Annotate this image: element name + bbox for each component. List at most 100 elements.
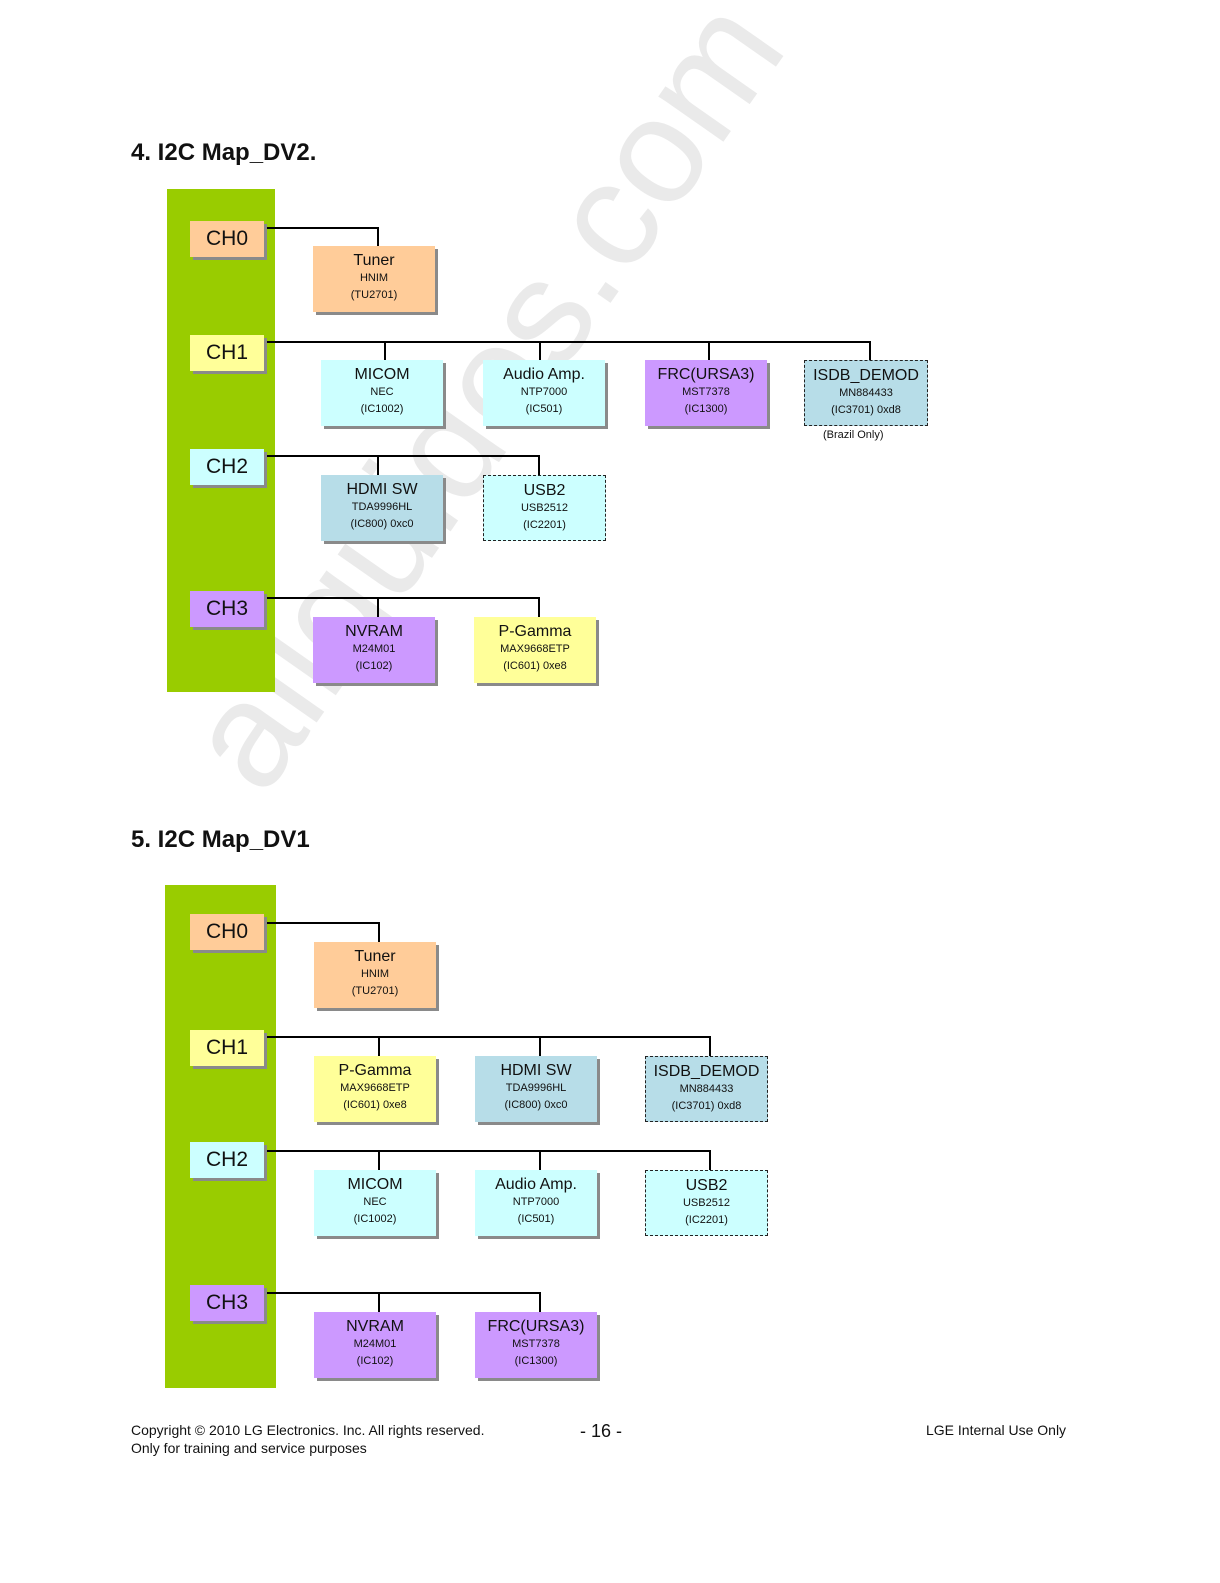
device-name: Tuner: [353, 252, 395, 269]
isdb-demod-drop-line: [709, 1036, 711, 1056]
device-tuner: Tuner HNIM (TU2701): [314, 942, 436, 1008]
device-name: P-Gamma: [498, 623, 572, 640]
device-usb2: USB2 USB2512 (IC2201): [483, 475, 606, 541]
device-audio-amp: Audio Amp. NTP7000 (IC501): [483, 360, 605, 426]
channel-ch3: CH3: [190, 1285, 264, 1321]
channel-ch0: CH0: [190, 221, 264, 257]
ch2-bus-line: [266, 455, 540, 457]
device-name: Audio Amp.: [495, 1176, 577, 1193]
device-p-gamma: P-Gamma MAX9668ETP (IC601) 0xe8: [474, 617, 596, 683]
brazil-only-note: (Brazil Only): [823, 429, 884, 441]
nvram-drop-line: [378, 1292, 380, 1312]
device-ref: (IC501): [525, 403, 563, 415]
device-nvram: NVRAM M24M01 (IC102): [313, 617, 435, 683]
ch3-bus-line: [266, 597, 540, 599]
frc-drop-line: [708, 341, 710, 360]
device-isdb-demod: ISDB_DEMOD MN884433 (IC3701) 0xd8: [645, 1056, 768, 1122]
channel-ch1: CH1: [190, 335, 264, 371]
device-name: P-Gamma: [338, 1062, 412, 1079]
channel-ch2: CH2: [190, 449, 264, 485]
device-isdb-demod: ISDB_DEMOD MN884433 (IC3701) 0xd8: [804, 360, 928, 426]
ch0-bus-line: [266, 922, 380, 924]
device-ref: (IC102): [355, 660, 393, 672]
device-part: MAX9668ETP: [500, 643, 570, 655]
device-hdmi-sw: HDMI SW TDA9996HL (IC800) 0xc0: [321, 475, 443, 541]
device-part: NTP7000: [512, 1196, 560, 1208]
ch0-bus-line: [266, 227, 379, 229]
device-name: USB2: [685, 1177, 728, 1194]
device-tuner: Tuner HNIM (TU2701): [313, 246, 435, 312]
device-ref: (IC1300): [514, 1355, 558, 1367]
device-nvram: NVRAM M24M01 (IC102): [314, 1312, 436, 1378]
device-part: NEC: [363, 1196, 387, 1208]
device-micom: MICOM NEC (IC1002): [321, 360, 443, 426]
ch1-bus-line: [266, 1036, 711, 1038]
p-gamma-drop-line: [378, 1036, 380, 1056]
channel-ch1: CH1: [190, 1030, 264, 1066]
device-p-gamma: P-Gamma MAX9668ETP (IC601) 0xe8: [314, 1056, 436, 1122]
device-ref: (IC800) 0xc0: [504, 1099, 568, 1111]
frc-drop-line: [539, 1292, 541, 1312]
device-name: USB2: [523, 482, 566, 499]
ch1-bus-line: [266, 341, 871, 343]
device-name: ISDB_DEMOD: [653, 1063, 760, 1080]
device-ref: (IC601) 0xe8: [503, 660, 567, 672]
device-ref: (TU2701): [351, 985, 399, 997]
device-part: USB2512: [682, 1197, 731, 1209]
footer-purpose: Only for training and service purposes: [131, 1440, 367, 1456]
device-frc-ursa3: FRC(URSA3) MST7378 (IC1300): [645, 360, 767, 426]
device-part: TDA9996HL: [505, 1082, 567, 1094]
hdmi-sw-drop-line: [377, 455, 379, 475]
device-part: MST7378: [512, 1338, 560, 1350]
nvram-drop-line: [377, 597, 379, 617]
channel-ch3: CH3: [190, 591, 264, 627]
device-name: NVRAM: [346, 1318, 404, 1335]
device-ref: (IC800) 0xc0: [350, 518, 414, 530]
usb2-drop-line: [709, 1150, 711, 1170]
device-audio-amp: Audio Amp. NTP7000 (IC501): [475, 1170, 597, 1236]
p-gamma-drop-line: [538, 597, 540, 617]
device-ref: (IC501): [517, 1213, 555, 1225]
device-name: FRC(URSA3): [487, 1318, 585, 1335]
device-hdmi-sw: HDMI SW TDA9996HL (IC800) 0xc0: [475, 1056, 597, 1122]
device-micom: MICOM NEC (IC1002): [314, 1170, 436, 1236]
device-name: MICOM: [347, 1176, 403, 1193]
tuner-drop-line: [377, 227, 379, 246]
device-name: NVRAM: [345, 623, 403, 640]
device-part: M24M01: [352, 643, 396, 655]
device-part: TDA9996HL: [351, 501, 413, 513]
device-part: MAX9668ETP: [340, 1082, 410, 1094]
page-number: - 16 -: [580, 1421, 623, 1441]
hdmi-sw-drop-line: [539, 1036, 541, 1056]
device-name: FRC(URSA3): [657, 366, 755, 383]
micom-drop-line: [378, 1150, 380, 1170]
device-name: Audio Amp.: [503, 366, 585, 383]
device-ref: (IC3701) 0xd8: [671, 1100, 742, 1112]
channel-ch2: CH2: [190, 1142, 264, 1178]
footer-internal-use: LGE Internal Use Only: [926, 1422, 1067, 1438]
device-part: MST7378: [682, 386, 730, 398]
device-ref: (IC2201): [523, 519, 566, 531]
device-part: HNIM: [360, 968, 390, 980]
device-ref: (IC2201): [685, 1214, 728, 1226]
audio-amp-drop-line: [539, 341, 541, 360]
device-ref: (IC601) 0xe8: [343, 1099, 407, 1111]
device-ref: (IC1002): [360, 403, 404, 415]
device-usb2: USB2 USB2512 (IC2201): [645, 1170, 768, 1236]
device-part: NTP7000: [520, 386, 568, 398]
isdb-demod-drop-line: [869, 341, 871, 360]
device-frc-ursa3: FRC(URSA3) MST7378 (IC1300): [475, 1312, 597, 1378]
usb2-drop-line: [538, 455, 540, 475]
device-ref: (IC1002): [353, 1213, 397, 1225]
footer-left: Copyright © 2010 LG Electronics. Inc. Al…: [131, 1421, 484, 1457]
section-title-dv1: 5. I2C Map_DV1: [131, 826, 310, 853]
device-ref: (TU2701): [350, 289, 398, 301]
device-ref: (IC1300): [684, 403, 728, 415]
ch2-bus-line: [266, 1150, 711, 1152]
channel-ch0: CH0: [190, 914, 264, 950]
device-ref: (IC102): [356, 1355, 394, 1367]
device-name: HDMI SW: [500, 1062, 572, 1079]
micom-drop-line: [384, 341, 386, 360]
device-name: MICOM: [354, 366, 410, 383]
device-name: ISDB_DEMOD: [813, 367, 919, 384]
